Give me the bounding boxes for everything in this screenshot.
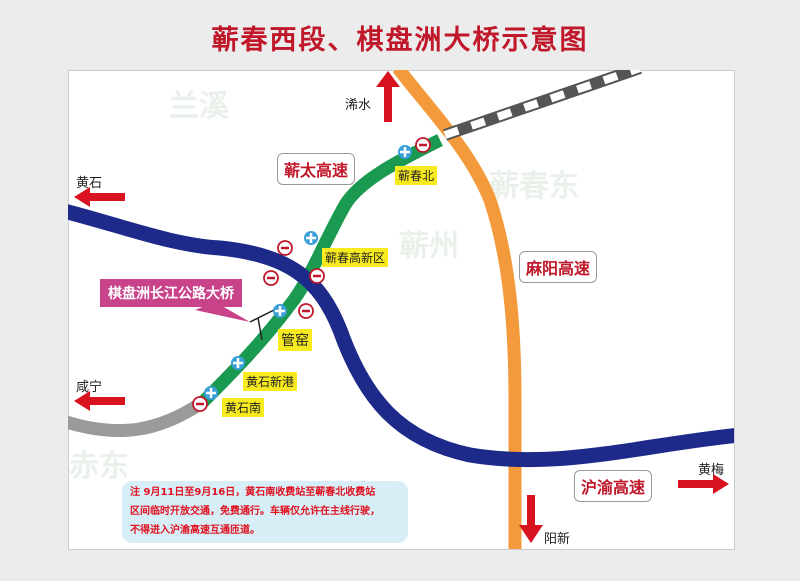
notice-box: 注 9月11日至9月16日，黄石南收费站至蕲春北收费站 区间临时开放交通，免费通…	[122, 481, 408, 543]
exit-minus-icon	[298, 303, 314, 319]
watermark-text: 蕲春东	[489, 169, 579, 204]
map-title: 蕲春西段、棋盘洲大桥示意图	[211, 25, 589, 56]
direction-huangmei: 黄梅	[698, 463, 725, 478]
watermark-text: 赤东	[69, 449, 129, 484]
watermark-text: 蕲州	[399, 229, 459, 264]
entrance-plus-icon	[398, 145, 412, 159]
gray-road	[68, 398, 204, 438]
direction-yangxin: 阳新	[544, 532, 571, 547]
direction-xianning: 咸宁	[76, 380, 103, 395]
entrance-plus-icon	[231, 356, 245, 370]
station-label: 蕲春高新区	[322, 248, 389, 267]
watermark-text: 兰溪	[169, 89, 229, 124]
arrow-right-icon	[678, 474, 729, 494]
exit-minus-icon	[415, 137, 431, 153]
bridge-pointer	[195, 302, 250, 322]
exit-minus-icon	[192, 396, 208, 412]
arrow-up-icon	[376, 71, 400, 122]
notice-line: 不得进入沪渝高速互通匝道。	[130, 525, 260, 536]
direction-arrows	[74, 71, 729, 543]
station-label: 管窑	[278, 329, 312, 351]
entrance-plus-icon	[204, 386, 218, 400]
station-label: 黄石新港	[243, 372, 298, 391]
notice-line: 注 9月11日至9月16日，黄石南收费站至蕲春北收费站	[130, 487, 376, 498]
highway-label-qitai: 蕲太高速	[277, 153, 356, 185]
exit-minus-icon	[309, 268, 325, 284]
notice-line: 区间临时开放交通，免费通行。车辆仅允许在主线行驶，	[130, 506, 380, 517]
direction-huangshi: 黄石	[76, 176, 103, 191]
direction-xishui: 浠水	[345, 98, 372, 113]
station-label: 黄石南	[222, 398, 265, 417]
entrance-plus-icon	[304, 231, 318, 245]
exit-minus-icon	[277, 240, 293, 256]
huyu-highway-road	[68, 204, 734, 468]
bridge-label: 棋盘洲长江公路大桥	[100, 279, 242, 307]
highway-label-mayang: 麻阳高速	[519, 251, 598, 283]
arrow-left-icon	[74, 187, 125, 207]
arrow-down-icon	[519, 495, 543, 543]
mayang-highway-road	[392, 70, 522, 549]
highway-label-huyu: 沪渝高速	[574, 470, 653, 502]
entrance-icons	[204, 145, 412, 400]
entrance-plus-icon	[273, 304, 287, 318]
exit-icons	[192, 137, 431, 412]
exit-minus-icon	[263, 270, 279, 286]
arrow-left-icon	[74, 391, 125, 411]
station-label: 蕲春北	[395, 166, 438, 185]
